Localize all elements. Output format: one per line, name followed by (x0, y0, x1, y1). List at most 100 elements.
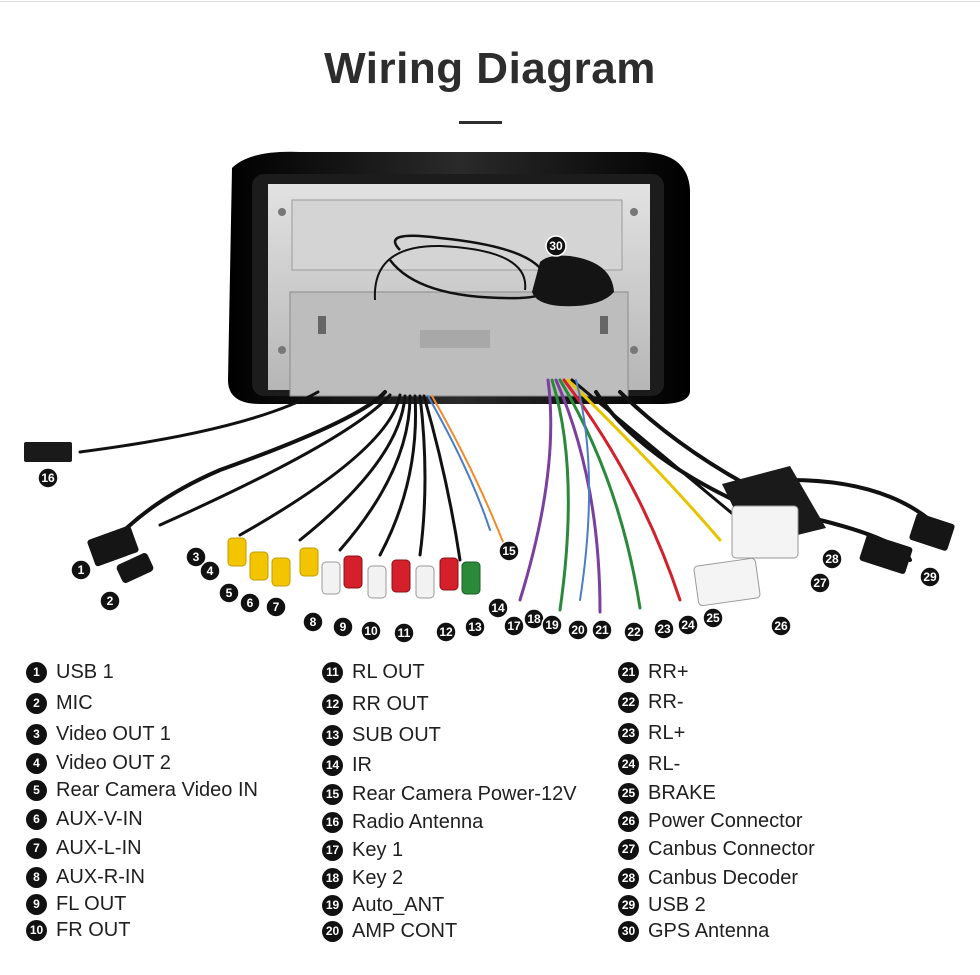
callout-6: 6 (239, 592, 261, 614)
callout-5: 5 (218, 582, 240, 604)
legend-label: IR (352, 753, 372, 776)
callout-9: 9 (332, 616, 354, 638)
callout-number: 7 (273, 600, 280, 614)
legend-number-badge: 12 (322, 693, 343, 715)
callout-number: 29 (923, 570, 937, 584)
callout-number: 14 (491, 601, 505, 615)
legend-label: Rear Camera Power-12V (352, 782, 577, 805)
callout-19: 19 (541, 614, 563, 636)
callout-number: 24 (681, 618, 695, 632)
legend-item: 7 AUX-L-IN (26, 835, 142, 861)
legend-number-badge: 19 (322, 894, 343, 916)
legend-label: Canbus Connector (648, 837, 815, 860)
callout-number: 5 (226, 586, 233, 600)
legend-number-badge: 29 (618, 894, 639, 916)
legend-item: 15 Rear Camera Power-12V (322, 781, 577, 807)
legend-label: Rear Camera Video IN (56, 778, 258, 801)
callout-number: 16 (41, 471, 55, 485)
callout-number: 22 (627, 625, 641, 639)
callout-number: 20 (571, 623, 585, 637)
callout-8: 8 (302, 611, 324, 633)
callout-16: 16 (37, 467, 59, 489)
legend-number-badge: 15 (322, 783, 343, 805)
legend-label: AUX-R-IN (56, 865, 145, 888)
legend-label: BRAKE (648, 781, 716, 804)
callout-number: 27 (813, 576, 827, 590)
usb-2-port (859, 513, 955, 574)
legend-item: 16 Radio Antenna (322, 809, 483, 835)
legend-label: RL- (648, 752, 681, 775)
callout-number: 3 (193, 550, 200, 564)
legend-label: USB 2 (648, 893, 706, 916)
callout-number: 1 (78, 563, 85, 577)
legend-number-badge: 18 (322, 867, 343, 889)
legend-number-badge: 24 (618, 753, 639, 775)
legend-label: GPS Antenna (648, 919, 770, 942)
legend-number-badge: 30 (618, 920, 639, 942)
legend-item: 27 Canbus Connector (618, 836, 815, 862)
callout-number: 10 (364, 624, 378, 638)
legend-number-badge: 21 (618, 661, 639, 683)
legend-item: 8 AUX-R-IN (26, 864, 145, 890)
legend-number-badge: 9 (26, 893, 47, 915)
legend-label: Radio Antenna (352, 810, 484, 833)
legend-item: 24 RL- (618, 751, 680, 777)
callout-25: 25 (702, 607, 724, 629)
legend-label: Canbus Decoder (648, 866, 799, 889)
legend-number-badge: 7 (26, 837, 47, 859)
callout-27: 27 (809, 572, 831, 594)
callout-number: 9 (340, 620, 347, 634)
legend-number-badge: 16 (322, 811, 343, 833)
callout-15: 15 (498, 540, 520, 562)
legend-label: Power Connector (648, 809, 803, 832)
rca-connectors (227, 537, 481, 599)
callout-number: 6 (247, 596, 254, 610)
legend-number-badge: 10 (26, 919, 47, 941)
usb-1-port (87, 525, 139, 567)
legend-number-badge: 27 (618, 838, 639, 860)
legend-item: 23 RL+ (618, 720, 685, 746)
legend-number-badge: 23 (618, 722, 639, 744)
callout-number: 17 (507, 619, 521, 633)
radio-antenna-plug (24, 442, 72, 462)
callout-10: 10 (360, 620, 382, 642)
legend-label: RL+ (648, 721, 686, 744)
legend-number-badge: 8 (26, 866, 47, 888)
callout-number: 26 (774, 619, 788, 633)
callout-number: 4 (207, 564, 214, 578)
callout-number: 11 (398, 626, 411, 640)
page-title: Wiring Diagram (324, 44, 656, 93)
legend-label: SUB OUT (352, 723, 441, 746)
legend-item: 1 USB 1 (26, 659, 114, 685)
top-divider (0, 1, 980, 2)
callout-30: 30 (545, 235, 567, 257)
callout-number: 28 (825, 552, 839, 566)
legend-number-badge: 4 (26, 752, 47, 774)
legend-label: Key 1 (352, 838, 404, 861)
callout-24: 24 (677, 614, 699, 636)
callout-22: 22 (623, 621, 645, 643)
callout-20: 20 (567, 619, 589, 641)
callout-14: 14 (487, 597, 509, 619)
callout-13: 13 (464, 616, 486, 638)
legend-label: MIC (56, 691, 93, 714)
legend-label: USB 1 (56, 660, 114, 683)
callout-number: 23 (657, 622, 671, 636)
legend-label: AMP CONT (352, 919, 458, 942)
legend-number-badge: 17 (322, 839, 343, 861)
legend-number-badge: 1 (26, 661, 47, 683)
legend-label: AUX-L-IN (56, 836, 142, 859)
